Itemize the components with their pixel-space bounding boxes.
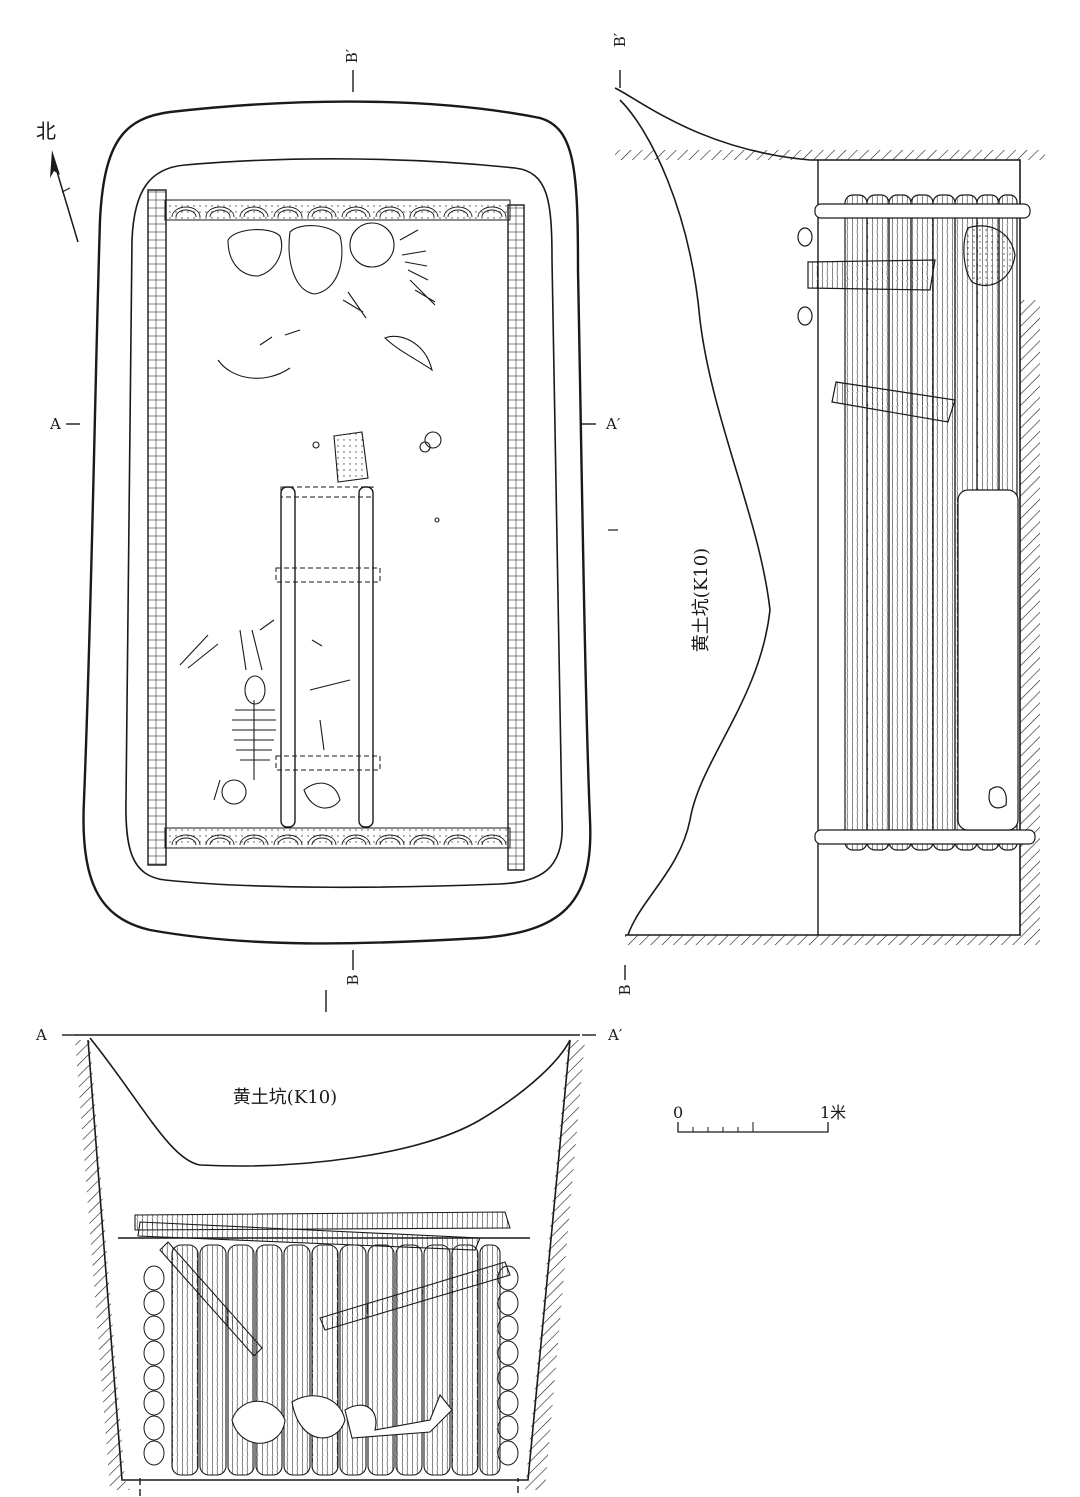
plan-a-marker: A <box>49 415 61 433</box>
plan-south-end-board <box>164 827 511 849</box>
north-arrow-shaft <box>54 164 79 243</box>
section-a-planks <box>134 1211 511 1476</box>
plan-skeleton <box>179 619 276 805</box>
section-b: 黄土坑(K10) B′ B <box>608 32 1045 996</box>
plan-view: B′ B A A′ <box>49 48 621 985</box>
plan-west-wall <box>147 189 167 866</box>
plan-east-wall <box>507 204 525 871</box>
north-label: 北 <box>36 119 56 143</box>
north-arrow: 北 <box>36 119 79 243</box>
section-b-fill-label: 黄土坑(K10) <box>691 548 712 652</box>
section-b-marker: B <box>616 984 634 995</box>
plan-north-end-board <box>164 199 511 221</box>
plan-b-prime-marker: B′ <box>343 48 361 63</box>
plan-pit-outline <box>82 100 592 945</box>
scale-end-label: 1米 <box>820 1103 846 1122</box>
scale-bar: 0 1米 <box>673 1103 846 1133</box>
section-a-fill-label: 黄土坑(K10) <box>233 1087 337 1108</box>
section-a-prime-marker: A′ <box>607 1026 623 1044</box>
section-a-marker: A <box>35 1026 47 1044</box>
plan-section-markers: B′ B A A′ <box>49 48 621 985</box>
section-a: 黄土坑(K10) <box>35 990 623 1497</box>
plan-b-marker: B <box>344 974 362 985</box>
section-b-log-floor <box>797 194 1036 851</box>
plan-central-finds <box>312 431 442 523</box>
plan-a-prime-marker: A′ <box>605 415 621 433</box>
section-a-left-hatch <box>75 1040 130 1490</box>
section-a-right-hatch <box>525 1040 585 1490</box>
section-a-dashed-base <box>139 1478 519 1497</box>
plan-coffin <box>275 486 381 828</box>
section-b-k10-outline <box>619 99 771 936</box>
section-b-prime-marker: B′ <box>611 32 629 47</box>
plan-grave-goods <box>217 222 436 379</box>
north-arrow-head-icon <box>50 150 60 178</box>
plan-step-outline <box>125 158 563 889</box>
section-a-k10-outline <box>89 1037 571 1167</box>
scale-start-label: 0 <box>673 1103 683 1122</box>
